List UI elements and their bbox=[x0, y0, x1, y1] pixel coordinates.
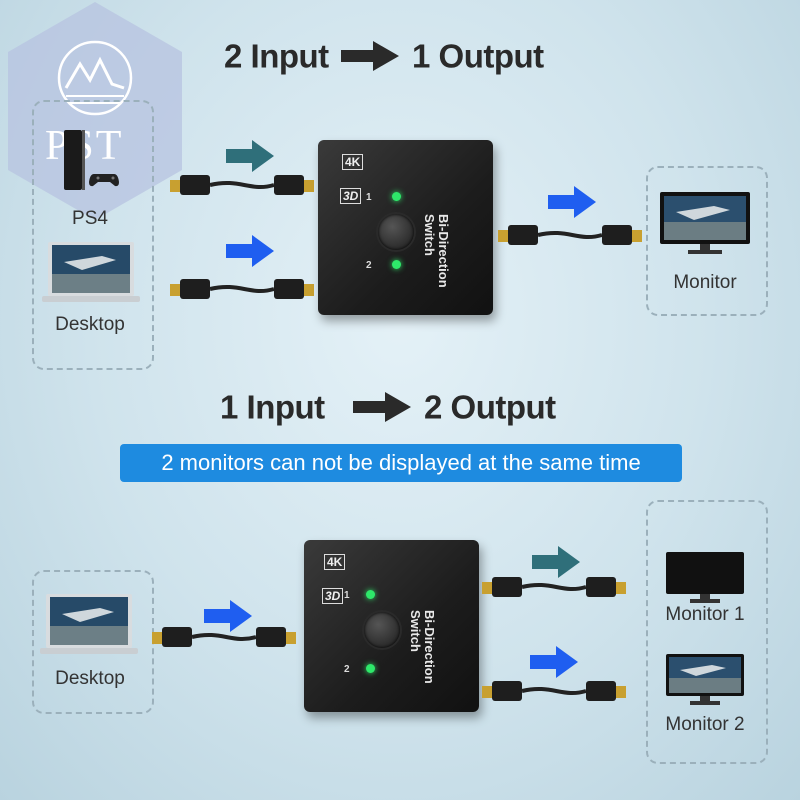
ps4-label: PS4 bbox=[72, 208, 108, 229]
switch-button[interactable] bbox=[364, 612, 400, 648]
port-number-2: 2 bbox=[366, 260, 372, 271]
bottom-headline-input: 1 Input bbox=[220, 388, 325, 426]
top-inputs-box bbox=[32, 100, 154, 370]
watermark-logo: PST bbox=[0, 0, 190, 230]
blue-arrow-icon bbox=[226, 235, 274, 267]
badge-3d: 3D bbox=[340, 188, 362, 204]
top-headline-input: 2 Input bbox=[224, 37, 329, 75]
switch-button[interactable] bbox=[378, 214, 414, 250]
top-output-box bbox=[646, 166, 768, 316]
ps4-console-icon bbox=[64, 130, 119, 190]
blue-arrow-icon bbox=[548, 186, 596, 218]
notice-banner: 2 monitors can not be displayed at the s… bbox=[120, 444, 682, 482]
blue-arrow-icon bbox=[204, 600, 252, 632]
hdmi-cable-icon bbox=[152, 627, 296, 647]
bottom-headline: 1 Input 2 Output bbox=[220, 386, 556, 426]
teal-arrow-icon bbox=[226, 140, 274, 172]
hdmi-cable-icon bbox=[170, 279, 314, 299]
hdmi-cable-icon bbox=[498, 225, 642, 245]
hdmi-cable-icon bbox=[170, 175, 314, 195]
top-headline-output: 1 Output bbox=[412, 37, 544, 75]
badge-4k: 4K bbox=[324, 554, 346, 570]
desktop-label-bottom: Desktop bbox=[55, 668, 125, 689]
laptop-icon bbox=[40, 594, 138, 654]
switch-label-line1: Bi-Direction bbox=[422, 610, 437, 684]
monitor-off-icon bbox=[666, 552, 744, 603]
laptop-icon bbox=[42, 242, 140, 302]
teal-arrow-icon bbox=[532, 546, 580, 578]
badge-4k: 4K bbox=[342, 154, 364, 170]
switch-label-line2: Switch bbox=[408, 610, 423, 652]
monitor-icon bbox=[660, 192, 750, 254]
switch-label-line1: Bi-Direction bbox=[436, 214, 451, 288]
hdmi-cable-icon bbox=[482, 681, 626, 701]
hdmi-cable-icon bbox=[482, 577, 626, 597]
blue-arrow-icon bbox=[530, 646, 578, 678]
led-indicator-2 bbox=[366, 664, 375, 673]
port-number-2: 2 bbox=[344, 664, 350, 675]
desktop-label-top: Desktop bbox=[55, 314, 125, 335]
led-indicator-2 bbox=[392, 260, 401, 269]
top-headline: 2 Input 1 Output bbox=[224, 35, 544, 75]
led-indicator-1 bbox=[366, 590, 375, 599]
monitor-1-label: Monitor 1 bbox=[665, 604, 745, 625]
bottom-headline-output: 2 Output bbox=[424, 388, 556, 426]
bottom-outputs-box bbox=[646, 500, 768, 764]
badge-3d: 3D bbox=[322, 588, 344, 604]
port-number-1: 1 bbox=[366, 192, 372, 203]
bi-direction-switch: 4K 3D 1 2 Bi-Direction Switch bbox=[304, 540, 479, 712]
bi-direction-switch: 4K 3D 1 2 Bi-Direction Switch bbox=[318, 140, 493, 315]
switch-label-line2: Switch bbox=[422, 214, 437, 256]
monitor-label: Monitor bbox=[673, 272, 737, 293]
port-number-1: 1 bbox=[344, 590, 350, 601]
right-arrow-icon bbox=[353, 392, 412, 423]
right-arrow-icon bbox=[341, 41, 400, 72]
monitor-2-label: Monitor 2 bbox=[665, 714, 745, 735]
monitor-icon bbox=[666, 654, 744, 705]
led-indicator-1 bbox=[392, 192, 401, 201]
